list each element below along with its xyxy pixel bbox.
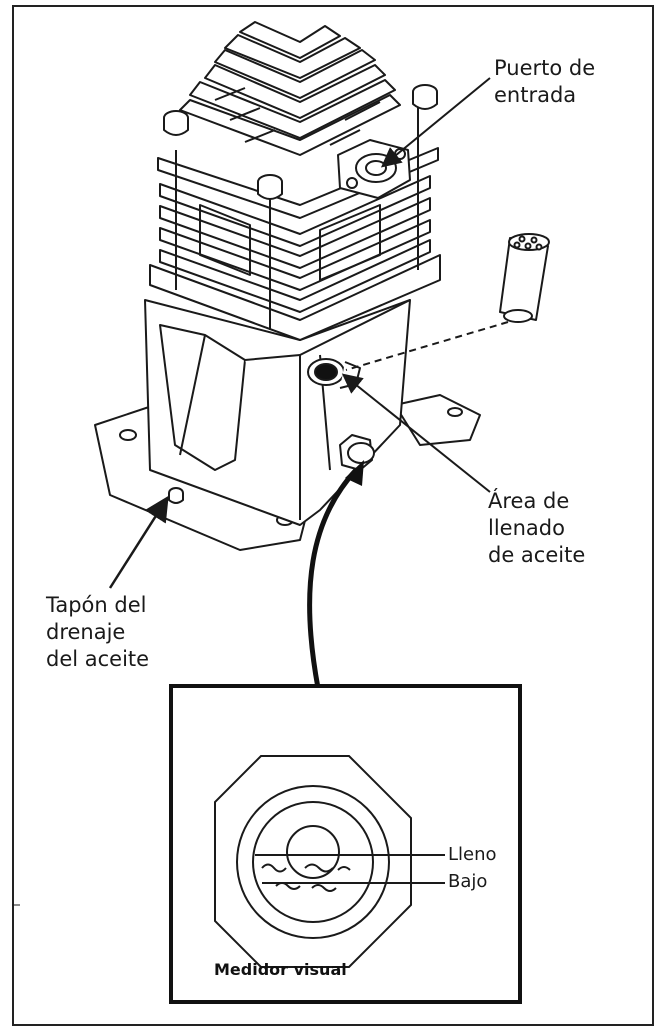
oil-wave-4 — [275, 882, 301, 890]
low-level-label: Bajo — [448, 871, 488, 892]
sight-glass-curved-arrow — [307, 468, 358, 689]
tie-rods — [163, 84, 438, 330]
oil-wave-3 — [337, 866, 351, 871]
oil-fill-arrow — [341, 373, 491, 493]
sight-glass-arrowhead — [345, 460, 364, 486]
compressor-pump-illustration — [94, 21, 550, 551]
drain-plug-arrow — [108, 495, 169, 589]
sight-gauge-detail — [214, 755, 445, 968]
breather-plug — [499, 233, 550, 323]
gauge-inner-ring — [252, 801, 374, 923]
oil-drain-plug-label: Tapón del drenaje del aceite — [46, 593, 150, 671]
oil-wave-2 — [304, 863, 334, 873]
gauge-center-circle — [286, 825, 340, 879]
drain-plug — [168, 487, 184, 504]
inlet-port-label: Puerto de entrada — [494, 56, 596, 107]
sight-gauge-label: Medidor visual — [214, 960, 347, 979]
inlet-port-arrow — [380, 77, 491, 168]
head-cooling-fins — [179, 21, 401, 156]
oil-wave-1 — [261, 863, 287, 873]
gauge-octagon — [214, 755, 412, 968]
sight-gauge-detail-box — [169, 684, 522, 1004]
sight-glass-fitting — [339, 434, 375, 471]
full-level-label: Lleno — [448, 844, 497, 865]
breather-to-fill-dashed-line — [345, 321, 509, 371]
oil-fill-area-label: Área de llenado de aceite — [488, 489, 586, 567]
cylinder-fins — [159, 175, 431, 313]
crankcase-body — [144, 299, 411, 526]
block-top-plate — [149, 254, 441, 341]
gauge-outer-ring — [236, 785, 390, 939]
oil-wave-5 — [311, 884, 337, 892]
